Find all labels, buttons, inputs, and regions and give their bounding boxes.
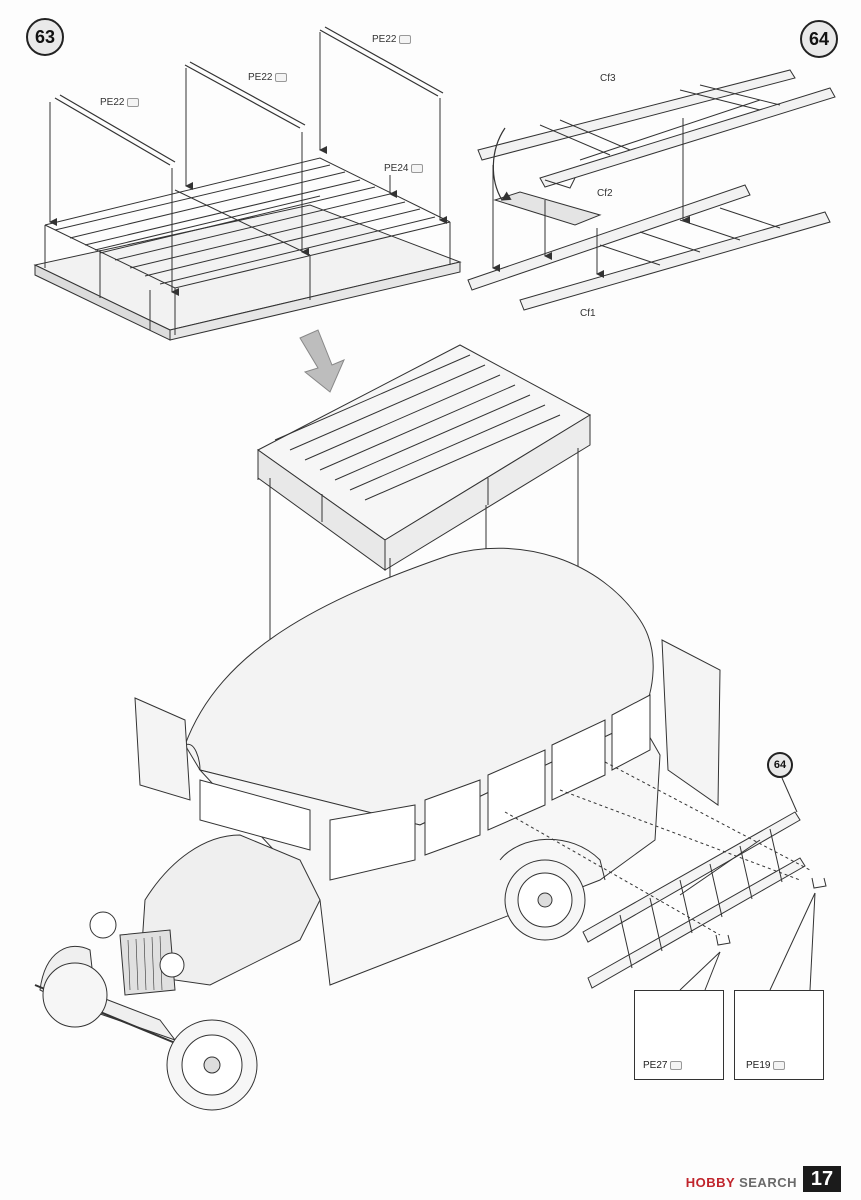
part-code: PE22 [248, 72, 273, 83]
bus-body [34, 547, 721, 1111]
watermark-logo: HOBBY SEARCH [686, 1175, 797, 1190]
part-code: PE22 [372, 34, 397, 45]
step-number-63: 63 [26, 18, 64, 56]
pe-etch-icon [127, 97, 140, 107]
part-code: PE24 [384, 163, 409, 174]
pe-etch-icon [670, 1060, 683, 1070]
part-code: PE27 [643, 1060, 668, 1071]
part-label-cf1: Cf1 [580, 308, 596, 319]
watermark-text: SEARCH [739, 1175, 797, 1190]
roof-rack-frame-step63 [33, 26, 462, 341]
part-code: PE19 [746, 1060, 771, 1071]
part-code: PE22 [100, 97, 125, 108]
part-label-cf3: Cf3 [600, 73, 616, 84]
pe-etch-icon [399, 34, 412, 44]
roof-rack-assembled [257, 344, 592, 752]
step-number-64: 64 [800, 20, 838, 58]
part-label-pe22-a: PE22 [100, 97, 140, 108]
watermark-brand: HOBBY [685, 1175, 735, 1190]
pe-etch-icon [275, 72, 288, 82]
pe-etch-icon [773, 1060, 786, 1070]
page-number: 17 [803, 1166, 841, 1192]
step-reference-64: 64 [767, 752, 793, 778]
part-label-pe22-b: PE22 [248, 72, 288, 83]
part-label-pe24: PE24 [384, 163, 424, 174]
pe-etch-icon [411, 163, 424, 173]
ladder-assembly-step64 [467, 69, 836, 311]
side-ladder-mount [504, 761, 827, 991]
part-label-pe27: PE27 [643, 1060, 683, 1071]
part-label-pe19: PE19 [746, 1060, 786, 1071]
arrow-down-icon [299, 329, 345, 393]
part-label-pe22-c: PE22 [372, 34, 412, 45]
part-label-cf2: Cf2 [597, 188, 613, 199]
